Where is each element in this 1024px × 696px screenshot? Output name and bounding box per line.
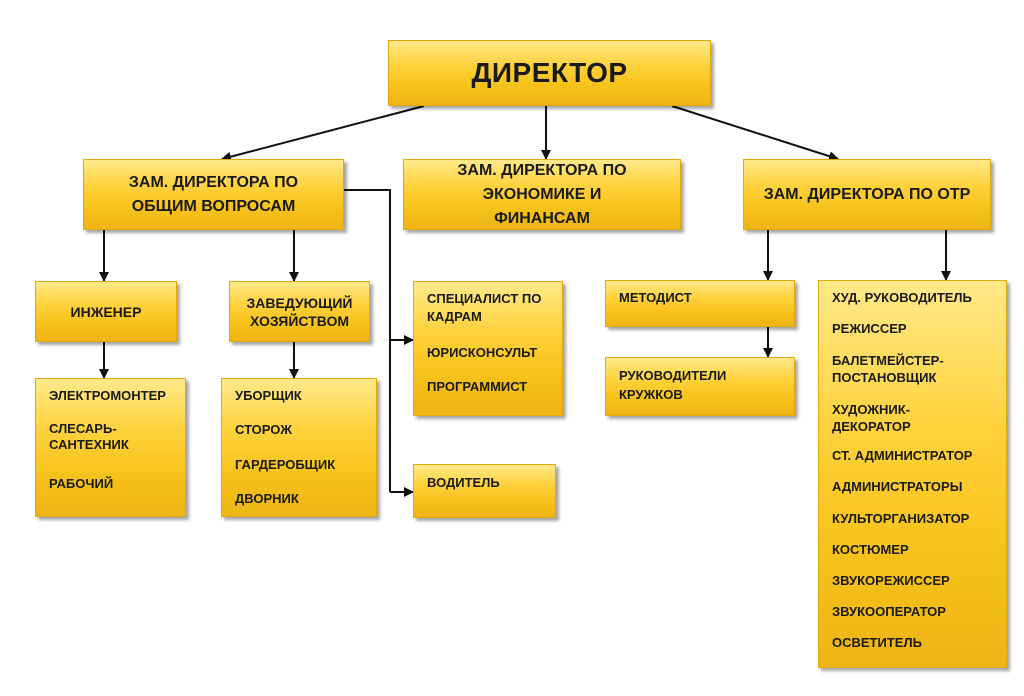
housekeeping-label: ЗАВЕДУЮЩИЙ ХОЗЯЙСТВОМ xyxy=(246,294,353,329)
creative-director: РЕЖИССЕР xyxy=(832,321,907,336)
creative-sound-operator: ЗВУКООПЕРАТОР xyxy=(832,604,946,619)
creative-decorator: ХУДОЖНИК-ДЕКОРАТОР xyxy=(832,402,911,434)
specialist-hr: СПЕЦИАЛИСТ ПО КАДРАМ xyxy=(427,291,542,324)
creative-organizer: КУЛЬТОРГАНИЗАТОР xyxy=(832,511,970,526)
deputy-economics-box: ЗАМ. ДИРЕКТОРА ПО ЭКОНОМИКЕ И ФИНАНСАМ xyxy=(403,159,681,230)
staff-cloakroom: ГАРДЕРОБЩИК xyxy=(235,457,336,472)
housekeeping-staff-box: УБОРЩИК СТОРОЖ ГАРДЕРОБЩИК ДВОРНИК xyxy=(221,378,377,517)
creative-costumer: КОСТЮМЕР xyxy=(832,542,909,557)
methodist-label: МЕТОДИСТ xyxy=(619,290,692,305)
staff-cleaner: УБОРЩИК xyxy=(235,388,302,403)
driver-box: ВОДИТЕЛЬ xyxy=(413,464,556,518)
staff-electrician: ЭЛЕКТРОМОНТЕР xyxy=(49,388,166,403)
creative-lighting: ОСВЕТИТЕЛЬ xyxy=(832,635,922,650)
club-leaders-box: РУКОВОДИТЕЛИ КРУЖКОВ xyxy=(605,357,795,416)
creative-senior-admin: СТ. АДМИНИСТРАТОР xyxy=(832,448,973,463)
deputy-otr-box: ЗАМ. ДИРЕКТОРА ПО ОТР xyxy=(743,159,991,230)
deputy-otr-label: ЗАМ. ДИРЕКТОРА ПО ОТР xyxy=(763,185,971,203)
creative-art-director: ХУД. РУКОВОДИТЕЛЬ xyxy=(832,290,972,305)
director-box: ДИРЕКТОР xyxy=(388,40,711,106)
staff-plumber: СЛЕСАРЬ-САНТЕХНИК xyxy=(49,421,129,452)
methodist-box: МЕТОДИСТ xyxy=(605,280,795,327)
creative-admins: АДМИНИСТРАТОРЫ xyxy=(832,479,963,494)
arrow-director-to-general xyxy=(221,105,425,162)
engineer-label: ИНЖЕНЕР xyxy=(70,303,142,320)
line-general-branch xyxy=(344,189,391,492)
housekeeping-box: ЗАВЕДУЮЩИЙ ХОЗЯЙСТВОМ xyxy=(229,281,370,342)
director-label: ДИРЕКТОР xyxy=(471,57,628,88)
engineer-box: ИНЖЕНЕР xyxy=(35,281,177,342)
staff-janitor: ДВОРНИК xyxy=(235,491,299,506)
specialists-box: СПЕЦИАЛИСТ ПО КАДРАМ ЮРИСКОНСУЛЬТ ПРОГРА… xyxy=(413,281,563,416)
engineer-staff-box: ЭЛЕКТРОМОНТЕР СЛЕСАРЬ-САНТЕХНИК РАБОЧИЙ xyxy=(35,378,186,517)
deputy-general-label: ЗАМ. ДИРЕКТОРА ПО ОБЩИМ ВОПРОСАМ xyxy=(128,173,299,215)
creative-sound-director: ЗВУКОРЕЖИССЕР xyxy=(832,573,950,588)
club-leaders-label: РУКОВОДИТЕЛИ КРУЖКОВ xyxy=(619,368,727,402)
deputy-economics-label: ЗАМ. ДИРЕКТОРА ПО ЭКОНОМИКЕ И ФИНАНСАМ xyxy=(457,161,627,227)
specialist-programmer: ПРОГРАММИСТ xyxy=(427,379,528,394)
arrow-director-to-otr xyxy=(671,105,839,162)
specialist-lawyer: ЮРИСКОНСУЛЬТ xyxy=(427,345,538,360)
deputy-general-box: ЗАМ. ДИРЕКТОРА ПО ОБЩИМ ВОПРОСАМ xyxy=(83,159,344,230)
creative-choreographer: БАЛЕТМЕЙСТЕР-ПОСТАНОВЩИК xyxy=(832,353,944,385)
staff-worker: РАБОЧИЙ xyxy=(49,476,114,491)
staff-watchman: СТОРОЖ xyxy=(235,422,292,437)
creative-staff-box: ХУД. РУКОВОДИТЕЛЬ РЕЖИССЕР БАЛЕТМЕЙСТЕР-… xyxy=(818,280,1007,668)
driver-label: ВОДИТЕЛЬ xyxy=(427,475,500,490)
